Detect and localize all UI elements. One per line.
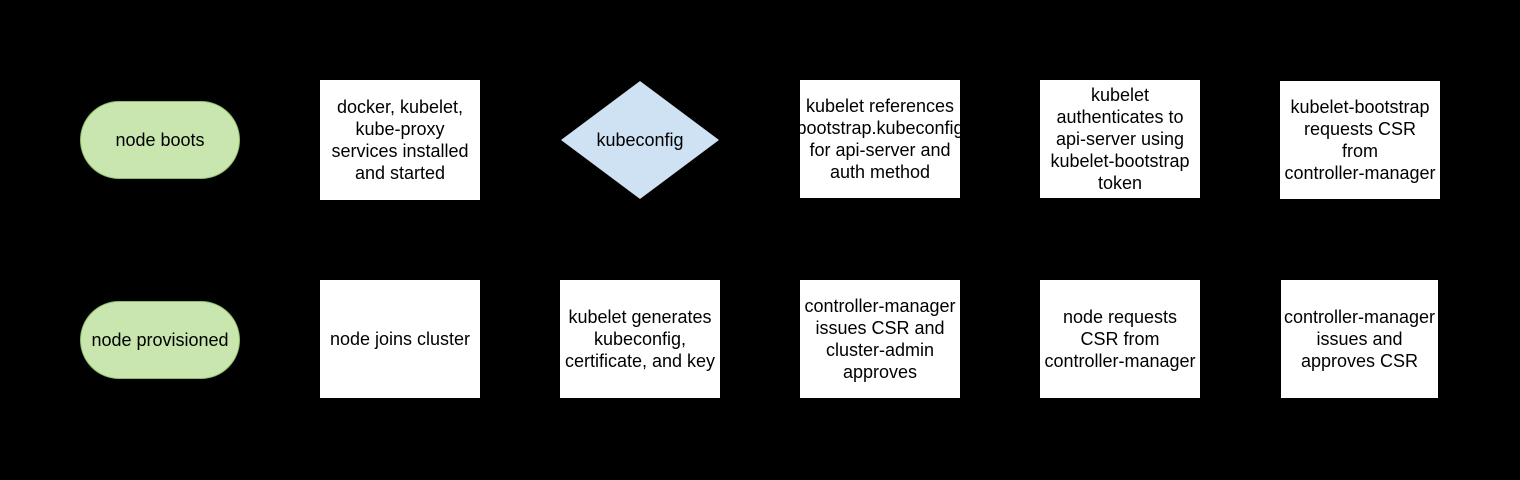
process-kubelet-generates-kubeconfig: kubelet generates kubeconfig, certificat… (560, 280, 720, 398)
process-kubelet-authenticates: kubelet authenticates to api-server usin… (1040, 80, 1200, 198)
process-node-joins-cluster: node joins cluster (320, 280, 480, 398)
node-label: node boots (115, 130, 205, 150)
node-label: kubelet-bootstrap requests CSR from cont… (1284, 97, 1436, 183)
node-label: controller-manager issues CSR and cluste… (804, 296, 956, 382)
node-label: node joins cluster (329, 329, 471, 349)
decision-kubeconfig: kubeconfig (561, 81, 719, 199)
terminator-node-boots: node boots (80, 101, 240, 179)
node-label: controller-manager issues and approves C… (1283, 307, 1436, 371)
process-cm-issues-and-approves-csr: controller-manager issues and approves C… (1281, 280, 1438, 398)
node-label: kubeconfig (596, 130, 684, 150)
process-kubelet-references-bootstrap-kubeconfig: kubelet references bootstrap.kubeconfig … (800, 80, 960, 198)
node-label: node provisioned (91, 330, 229, 350)
process-kubelet-bootstrap-requests-csr: kubelet-bootstrap requests CSR from cont… (1280, 81, 1440, 199)
terminator-node-provisioned: node provisioned (80, 301, 240, 379)
node-label: kubelet generates kubeconfig, certificat… (564, 307, 716, 371)
process-node-requests-csr: node requests CSR from controller-manage… (1040, 280, 1200, 398)
node-label: kubelet authenticates to api-server usin… (1050, 85, 1190, 193)
node-label: node requests CSR from controller-manage… (1044, 307, 1196, 371)
node-label: docker, kubelet, kube-proxy services ins… (331, 97, 469, 183)
process-cm-issues-csr-admin-approves: controller-manager issues CSR and cluste… (800, 280, 960, 398)
process-services-installed: docker, kubelet, kube-proxy services ins… (320, 80, 480, 200)
node-label: kubelet references bootstrap.kubeconfig … (800, 96, 960, 182)
